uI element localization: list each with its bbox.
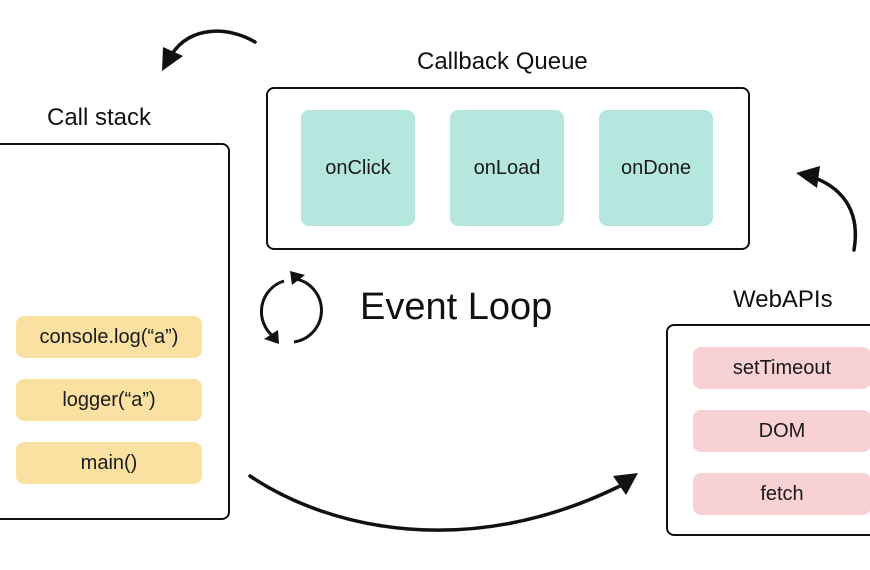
- call-stack-panel: console.log(“a”) logger(“a”) main(): [0, 143, 230, 520]
- arrow-stack-to-webapis-icon: [248, 473, 638, 532]
- arrow-webapis-to-queue-icon: [796, 166, 857, 252]
- web-apis-panel: setTimeout DOM fetch: [666, 324, 870, 536]
- web-apis-title: WebAPIs: [733, 286, 833, 313]
- web-api-dom: DOM: [693, 410, 870, 452]
- queue-item-onload: onLoad: [450, 110, 564, 226]
- arrow-queue-to-stack-icon: [162, 29, 257, 71]
- call-stack-title: Call stack: [47, 104, 152, 131]
- event-loop-refresh-icon: [259, 271, 323, 344]
- callback-queue-title: Callback Queue: [417, 48, 588, 75]
- stack-frame-main: main(): [16, 442, 202, 484]
- event-loop-title: Event Loop: [360, 286, 553, 328]
- queue-item-ondone: onDone: [599, 110, 713, 226]
- stack-frame-logger: logger(“a”): [16, 379, 202, 421]
- stack-frame-console-log: console.log(“a”): [16, 316, 202, 358]
- web-api-settimeout: setTimeout: [693, 347, 870, 389]
- queue-item-onclick: onClick: [301, 110, 415, 226]
- callback-queue-panel: onClick onLoad onDone: [266, 87, 750, 250]
- web-api-fetch: fetch: [693, 473, 870, 515]
